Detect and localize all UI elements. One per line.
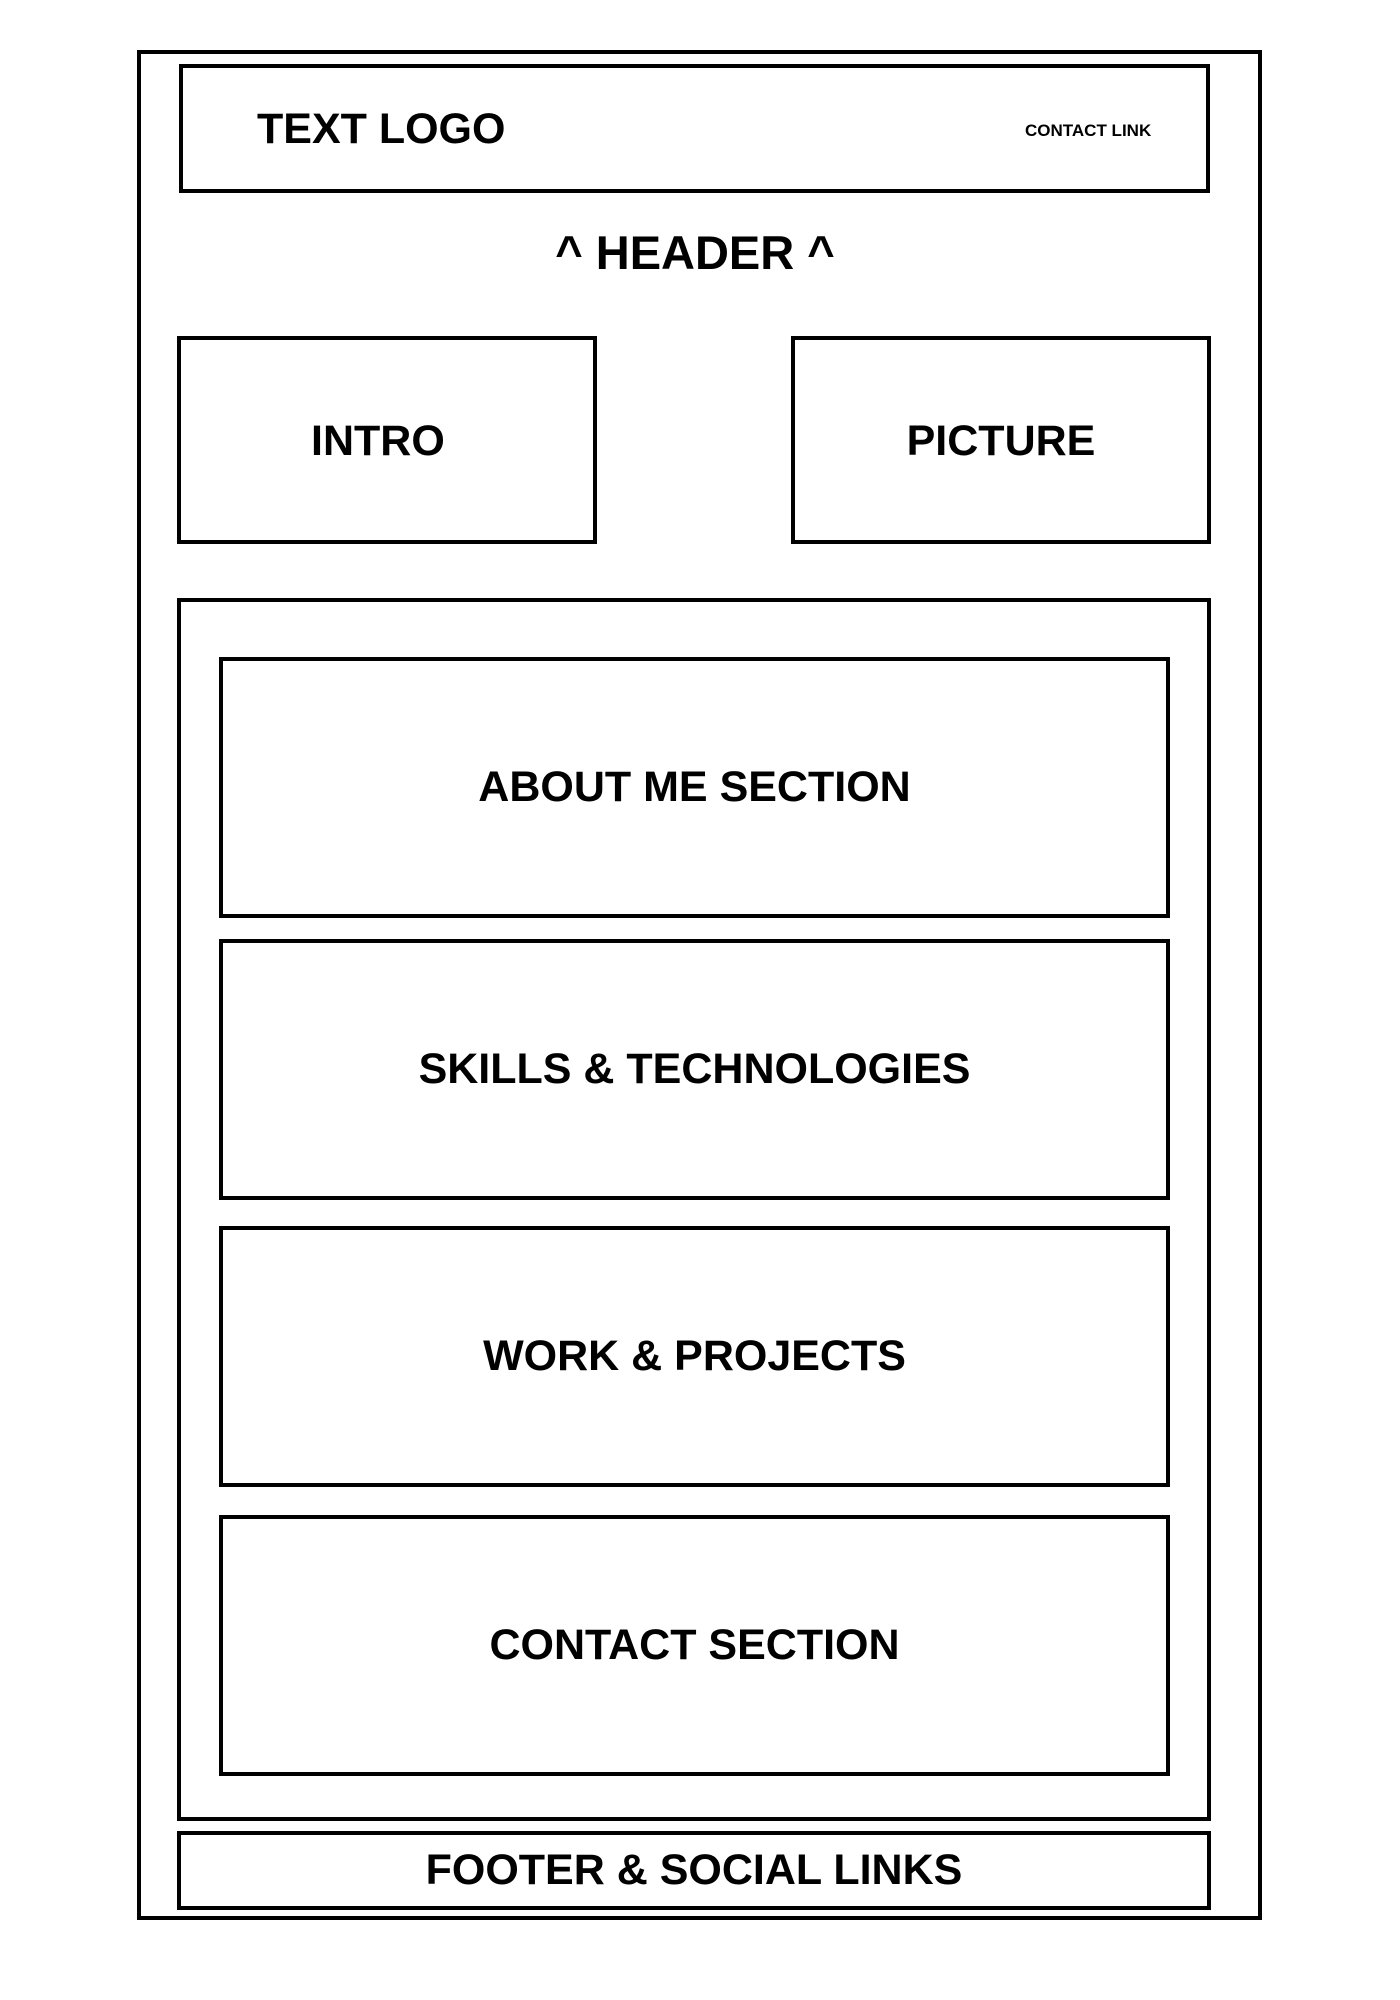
contact-section: CONTACT SECTION xyxy=(219,1515,1170,1776)
contact-section-label: CONTACT SECTION xyxy=(489,1621,900,1669)
work-projects-label: WORK & PROJECTS xyxy=(483,1332,906,1380)
text-logo[interactable]: TEXT LOGO xyxy=(257,105,506,153)
intro-box: INTRO xyxy=(177,336,597,544)
intro-label: INTRO xyxy=(311,417,445,465)
skills-section: SKILLS & TECHNOLOGIES xyxy=(219,939,1170,1200)
picture-label: PICTURE xyxy=(906,417,1096,465)
skills-label: SKILLS & TECHNOLOGIES xyxy=(418,1045,971,1093)
footer-label: FOOTER & SOCIAL LINKS xyxy=(425,1846,963,1894)
work-projects-section: WORK & PROJECTS xyxy=(219,1226,1170,1487)
footer: FOOTER & SOCIAL LINKS xyxy=(177,1831,1211,1910)
picture-box: PICTURE xyxy=(791,336,1211,544)
header-caption: ^ HEADER ^ xyxy=(555,226,835,279)
about-me-section: ABOUT ME SECTION xyxy=(219,657,1170,918)
about-me-label: ABOUT ME SECTION xyxy=(478,763,911,811)
contact-link[interactable]: CONTACT LINK xyxy=(1025,121,1152,140)
header-bar: TEXT LOGO CONTACT LINK xyxy=(179,64,1210,193)
